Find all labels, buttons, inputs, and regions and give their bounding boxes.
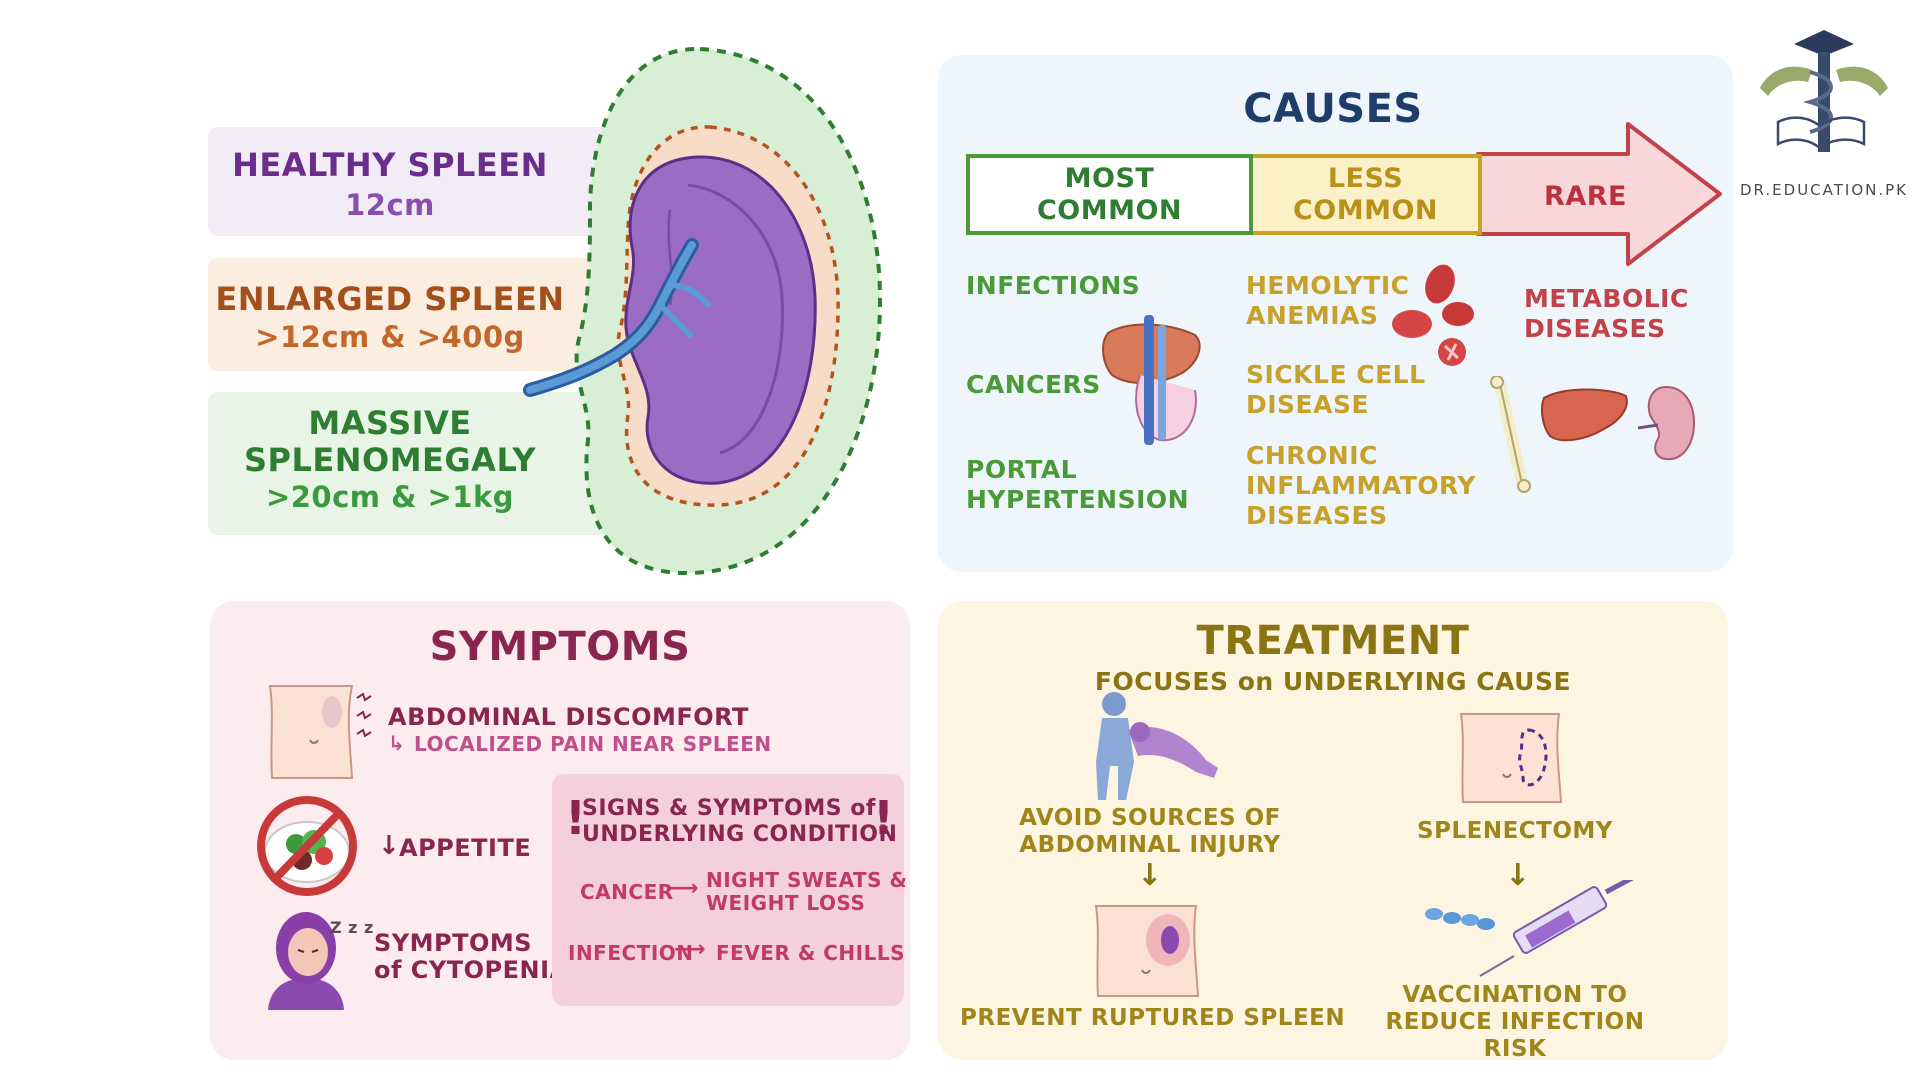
cancer-arrow-icon: ⟶ [667, 876, 700, 901]
enlarged-spleen-size: >12cm & >400g [255, 320, 525, 354]
vaccination-icon [1425, 880, 1634, 977]
signs-box [552, 774, 904, 1006]
appetite-label: APPETITE [399, 834, 532, 862]
zzz-label: Z z z [330, 918, 374, 937]
spleen-illustration [523, 46, 883, 576]
exclaim-left-icon: ! [565, 791, 587, 845]
most-common-box [966, 154, 1253, 235]
localized-pain: LOCALIZED PAIN NEAR SPLEEN [414, 732, 772, 756]
cancer-label: CANCER [580, 880, 674, 904]
healthy-spleen-title: HEALTHY SPLEEN [232, 146, 548, 184]
massive-spleen-box [208, 392, 608, 535]
abdominal-sub-arrow-icon: ↳ [388, 731, 406, 755]
cause-cancers: CANCERS [966, 370, 1101, 399]
cause-infections: INFECTIONS [966, 271, 1141, 300]
cause-chronic-inflammatory: CHRONIC INFLAMMATORY DISEASES [1246, 441, 1477, 530]
massive-spleen-title-2: SPLENOMEGALY [243, 441, 537, 479]
less-common-label: LESS COMMON [1292, 163, 1439, 226]
cancer-result: NIGHT SWEATS & WEIGHT LOSS [706, 868, 908, 915]
symptoms-title: SYMPTOMS [429, 624, 691, 670]
prevent-rupture-label: PREVENT RUPTURED SPLEEN [960, 1005, 1346, 1031]
treatment-panel [938, 601, 1728, 1060]
infection-label: INFECTION [568, 941, 694, 965]
down-arrow-icon: ↓ [378, 831, 401, 861]
abdomen-icon [268, 685, 372, 779]
infection-arrow-icon: ⟶ [674, 937, 707, 962]
massive-spleen-title-1: MASSIVE [308, 404, 472, 442]
cause-portal-hypertension: PORTAL HYPERTENSION [966, 455, 1190, 514]
liver-vessel-icon [1102, 315, 1201, 445]
cause-metabolic: METABOLIC DISEASES [1524, 284, 1689, 343]
signs-title-1: SIGNS & SYMPTOMS of [582, 796, 876, 821]
splenectomy-label: SPLENECTOMY [1417, 818, 1613, 844]
infection-result: FEVER & CHILLS [716, 941, 905, 965]
enlarged-spleen-title: ENLARGED SPLEEN [215, 280, 565, 318]
avoid-injury-label: AVOID SOURCES of ABDOMINAL INJURY [1019, 805, 1281, 858]
causes-panel [938, 55, 1733, 572]
vaccination-label: VACCINATION to REDUCE INFECTION RISK [1385, 982, 1645, 1062]
healthy-spleen-size: 12cm [345, 188, 435, 222]
cytopenias-line-2: of CYTOPENIAS [374, 956, 587, 984]
exclaim-right-icon: ! [873, 791, 895, 845]
cytopenias-line-1: SYMPTOMS [374, 929, 533, 957]
treatment-subtitle: FOCUSES on UNDERLYING CAUSE [1094, 667, 1572, 696]
bone-icon [1490, 376, 1531, 493]
massive-spleen-size: >20cm & >1kg [265, 480, 515, 514]
dr-education-logo-icon [1760, 30, 1888, 152]
kidney-icon [1637, 385, 1696, 461]
rare-arrow-head [1476, 122, 1722, 266]
enlarged-spleen-box [208, 258, 608, 371]
avoid-down-arrow-icon: ↓ [1137, 858, 1163, 893]
most-common-label: MOST COMMON [1036, 163, 1183, 226]
splenectomy-down-arrow-icon: ↓ [1505, 858, 1531, 893]
liver-icon [1541, 388, 1628, 442]
ruptured-spleen-icon [1094, 905, 1200, 997]
treatment-title: TREATMENT [1196, 618, 1470, 664]
tired-person-icon [268, 912, 344, 1010]
no-food-icon [257, 796, 357, 896]
causes-arrow [966, 122, 1722, 266]
healthy-spleen-box [208, 127, 608, 236]
dr-education-logo-text: DR.EDUCATION.PK [1739, 181, 1909, 199]
abdominal-injury-icon [1096, 692, 1218, 800]
rare-label: RARE [1544, 181, 1627, 212]
cause-hemolytic-anemias: HEMOLYTIC ANEMIAS [1246, 271, 1410, 330]
signs-title-2: UNDERLYING CONDITION [582, 822, 898, 847]
red-blood-cells-icon [1392, 264, 1474, 366]
cause-sickle-cell: SICKLE CELL DISEASE [1246, 360, 1426, 419]
abdominal-discomfort: ABDOMINAL DISCOMFORT [388, 703, 749, 731]
causes-title: CAUSES [1243, 86, 1423, 132]
splenectomy-icon [1459, 713, 1563, 803]
